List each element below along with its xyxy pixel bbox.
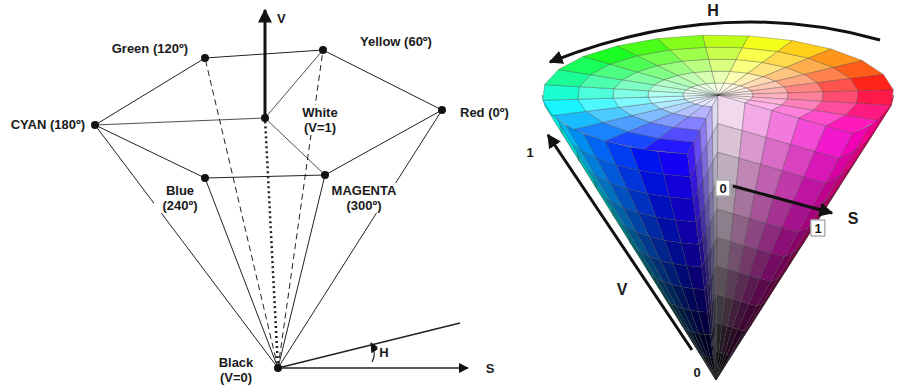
axis-label: S xyxy=(846,210,861,228)
cone-side-cell xyxy=(612,209,631,243)
hexcone-edge xyxy=(95,118,265,125)
cone-cut-cell xyxy=(710,333,714,358)
hexcone-edge xyxy=(95,58,205,125)
axis-label: H xyxy=(705,2,721,20)
scale-number: 0 xyxy=(691,365,702,380)
color-label: Green (120º) xyxy=(110,41,190,56)
scale-number: 0 xyxy=(715,180,730,197)
axis-label: H xyxy=(377,345,390,360)
hexcone xyxy=(95,10,468,368)
hexcone-edge xyxy=(278,110,442,368)
cone-cut-cell xyxy=(705,285,710,312)
hue-reference-line xyxy=(278,323,460,368)
vertex-dot xyxy=(321,171,329,179)
hidden-edge xyxy=(278,50,323,368)
cone-side-cell xyxy=(671,304,690,331)
color-label: Yellow (60º) xyxy=(358,34,434,49)
cone-top-cell xyxy=(694,71,715,84)
saturation-arrow xyxy=(278,367,468,369)
cone-top-cell xyxy=(857,90,894,106)
cone-cut-cell xyxy=(707,309,711,335)
cone-top-cell xyxy=(826,115,878,133)
cone-cut-cell xyxy=(771,228,798,257)
value-axis xyxy=(265,118,278,368)
cone-top-cell xyxy=(703,35,749,48)
cone-cut-cell xyxy=(760,253,785,282)
vertex-dot xyxy=(319,46,327,54)
color-label: Red (0º) xyxy=(458,105,511,120)
color-label: White (V=1) xyxy=(295,105,345,135)
vertex-dot xyxy=(201,174,209,182)
cone-top-cell xyxy=(613,97,652,107)
cone-cut-cell xyxy=(738,304,757,331)
vertex-dot xyxy=(91,121,99,129)
cone-cut-cell xyxy=(749,278,771,306)
cone-side-cell xyxy=(629,238,648,271)
hue-arrow xyxy=(550,22,880,62)
cone-top-cell xyxy=(543,99,586,115)
color-label: Blue (240º) xyxy=(154,183,206,213)
color-label: Black (V=0) xyxy=(211,355,261,385)
hexcone-edge xyxy=(205,175,325,178)
cone-side-cell xyxy=(716,352,734,381)
cone-axes xyxy=(548,22,880,350)
cone-top-cell xyxy=(850,75,893,91)
value-arrow xyxy=(548,135,692,350)
cone-cut-cell xyxy=(714,355,716,380)
color-label: CYAN (180º) xyxy=(9,117,87,132)
vertex-dots xyxy=(91,46,446,372)
value-arrow xyxy=(264,10,267,118)
cone-top-cell xyxy=(658,35,706,50)
hsv-cone xyxy=(542,35,894,380)
vertex-dot xyxy=(201,54,209,62)
axis-label: V xyxy=(275,11,288,26)
hue-arrow xyxy=(371,343,374,362)
cone-cut-cell xyxy=(713,356,716,380)
cone-top-cell xyxy=(784,83,823,93)
hexcone-edge xyxy=(95,125,278,368)
hidden-edge xyxy=(205,58,278,368)
cone-cut-cell xyxy=(727,329,743,355)
saturation-arrow xyxy=(733,186,832,213)
color-label: MAGENTA (300º) xyxy=(326,183,402,213)
axis-label: V xyxy=(615,281,630,299)
cone-top-cell xyxy=(543,85,580,101)
vertex-dot xyxy=(274,364,282,372)
cone-top-cell xyxy=(706,47,743,59)
axis-label: S xyxy=(484,361,497,376)
vertex-dot xyxy=(438,106,446,114)
vertex-dot xyxy=(261,114,269,122)
cone-cut-cell xyxy=(716,355,730,380)
cone-top-cell xyxy=(718,95,750,103)
cone-top-cell xyxy=(698,84,718,95)
hexcone-edge xyxy=(205,178,278,368)
scale-number: 1 xyxy=(810,220,825,237)
cone-side-cell xyxy=(716,353,734,381)
hexcone-edge xyxy=(323,50,442,110)
scale-number: 1 xyxy=(524,145,535,160)
hexcone-edge xyxy=(95,125,205,178)
